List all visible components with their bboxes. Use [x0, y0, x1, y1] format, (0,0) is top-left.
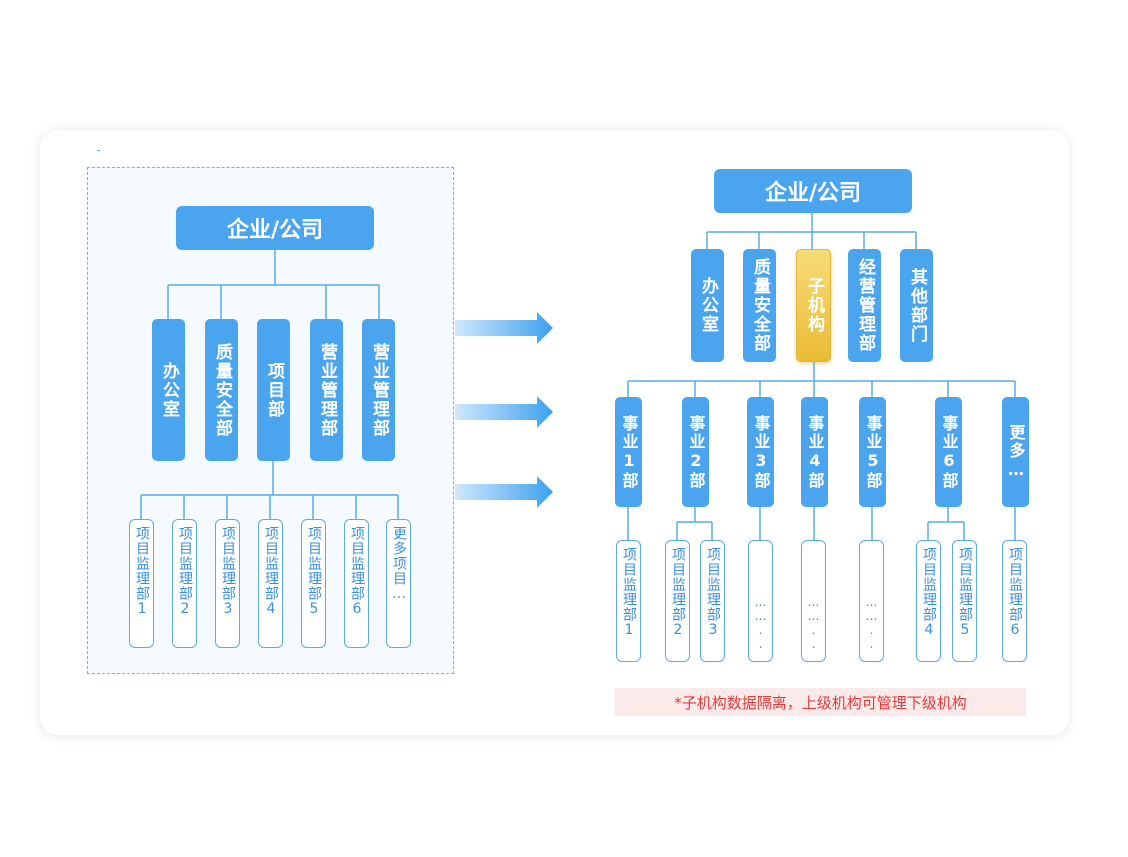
right-root-node: 企业/公司	[714, 169, 912, 213]
left-dept-quality-safety: 质量安全部	[205, 319, 238, 461]
right-division-4: 事业4部	[801, 397, 828, 507]
right-sub-unit-placeholder-4: ……..	[801, 540, 826, 662]
arrow-2	[455, 396, 553, 428]
right-division-3: 事业3部	[747, 397, 774, 507]
right-sub-unit-placeholder-5: ……..	[859, 540, 884, 662]
arrow-3	[455, 476, 553, 508]
left-project-1: 项目监理部1	[129, 519, 154, 648]
arrow-1	[455, 312, 553, 344]
left-project-4: 项目监理部4	[258, 519, 283, 648]
right-dept-sub-org-highlighted: 子机构	[796, 249, 831, 362]
left-dept-project: 项目部	[257, 319, 290, 461]
right-sub-unit-1: 项目监理部1	[616, 540, 641, 662]
right-sub-unit-3: 项目监理部3	[700, 540, 725, 662]
right-sub-unit-placeholder-3: ……..	[748, 540, 773, 662]
left-dept-office: 办公室	[152, 319, 185, 461]
right-sub-unit-6: 项目监理部6	[1002, 540, 1027, 662]
right-dept-quality-safety: 质量安全部	[743, 249, 776, 362]
left-project-6: 项目监理部6	[344, 519, 369, 648]
left-root-node: 企业/公司	[176, 206, 374, 250]
right-dept-other: 其他部门	[900, 249, 933, 362]
isolation-note: *子机构数据隔离，上级机构可管理下级机构	[615, 688, 1026, 716]
right-division-1: 事业1部	[615, 397, 642, 507]
right-division-6: 事业6部	[935, 397, 962, 507]
left-project-3: 项目监理部3	[215, 519, 240, 648]
right-sub-unit-2: 项目监理部2	[665, 540, 690, 662]
left-project-5: 项目监理部5	[301, 519, 326, 648]
right-division-5: 事业5部	[859, 397, 886, 507]
arrows	[455, 312, 553, 508]
left-dept-business-mgmt-2: 营业管理部	[362, 319, 395, 461]
left-project-more: 更多项目…	[386, 519, 411, 648]
left-project-2: 项目监理部2	[172, 519, 197, 648]
right-sub-unit-5: 项目监理部5	[952, 540, 977, 662]
right-division-2: 事业2部	[682, 397, 709, 507]
right-dept-operations-mgmt: 经营管理部	[848, 249, 881, 362]
left-dept-business-mgmt-1: 营业管理部	[310, 319, 343, 461]
right-sub-unit-4: 项目监理部4	[916, 540, 941, 662]
right-dept-office: 办公室	[691, 249, 724, 362]
right-division-more: 更多…	[1002, 397, 1029, 507]
corner-mark	[97, 150, 100, 151]
